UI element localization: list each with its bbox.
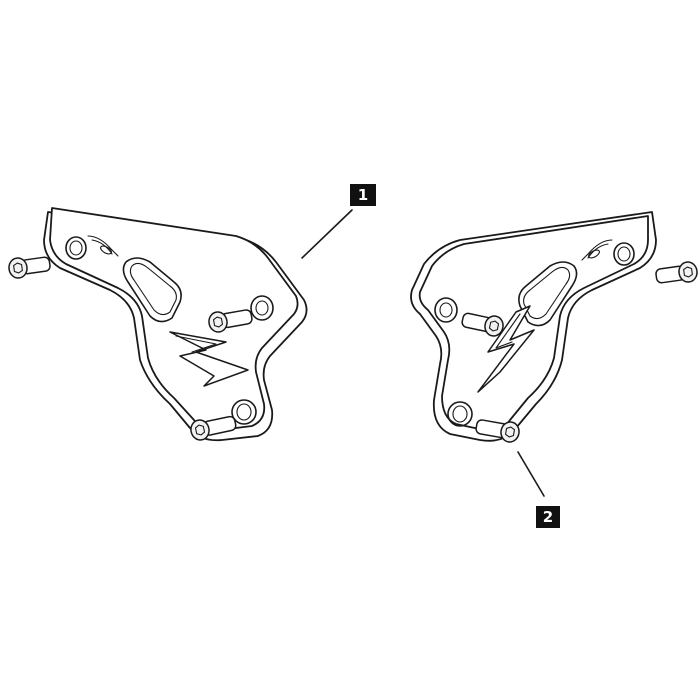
brand-logo-icon (87, 235, 119, 257)
callout-1-label: 1 (358, 186, 368, 204)
bolt-icon (461, 312, 504, 337)
bolt-icon (655, 261, 698, 284)
callout-1-box (350, 184, 376, 206)
lightning-logo-icon (169, 331, 249, 387)
leader-line-1 (301, 209, 353, 259)
bolt-icon (8, 256, 51, 279)
bolt-icon (475, 419, 520, 443)
left-sprocket-cover-plate (43, 207, 308, 442)
bolt-icon (208, 309, 253, 333)
brand-logo-icon (581, 239, 613, 261)
leader-line-2 (517, 451, 545, 497)
right-sprocket-cover-plate (410, 211, 657, 442)
callout-2-box (536, 506, 560, 528)
bolt-icon (190, 415, 237, 441)
lightning-logo-icon (477, 305, 535, 393)
callout-2-label: 2 (543, 508, 553, 526)
callout-1: 1 (301, 184, 376, 259)
callout-2: 2 (517, 451, 560, 528)
